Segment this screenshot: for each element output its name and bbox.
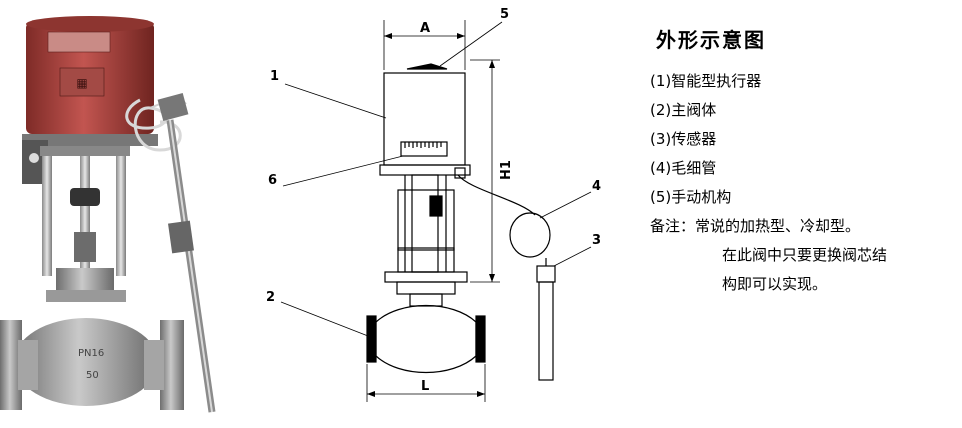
callout-3: 3: [592, 233, 601, 248]
valve-photo: ▦ PN16 50: [0, 16, 216, 413]
dimension-h1-label: H1: [499, 160, 514, 180]
callout-1: 1: [270, 69, 279, 84]
leader-4: [539, 191, 592, 219]
legend-panel: 外形示意图 (1)智能型执行器 (2)主阀体 (3)传感器 (4)毛细管 (5)…: [650, 18, 962, 299]
legend-item-valve-body: (2)主阀体: [650, 101, 717, 119]
legend-item-manual-mechanism: (5)手动机构: [650, 188, 732, 206]
leader-1: [284, 83, 387, 119]
dimension-drawing: 1 2 3 4 5 6 A L H1: [266, 7, 601, 402]
leader-5: [439, 21, 503, 67]
callout-4: 4: [592, 179, 601, 194]
note-line-1: 在此阀中只要更换阀芯结: [722, 246, 888, 264]
valve-marking-dn: 50: [86, 370, 99, 381]
sensor-probe: [157, 93, 216, 413]
valve-body-outline: [375, 305, 477, 373]
dimension-a-label: A: [420, 21, 430, 36]
dimension-l-label: L: [421, 379, 429, 394]
stroke-indicator: [400, 141, 448, 157]
legend-item-capillary: (4)毛细管: [650, 159, 717, 177]
capillary-line: [457, 174, 536, 216]
callout-6: 6: [268, 173, 277, 188]
leader-3: [553, 246, 592, 267]
legend-item-actuator: (1)智能型执行器: [650, 72, 762, 90]
legend-title: 外形示意图: [656, 28, 766, 52]
leader-6: [282, 155, 404, 187]
note-line-2: 构即可以实现。: [722, 275, 828, 293]
actuator-outline: [383, 72, 466, 166]
leader-2: [280, 301, 369, 337]
callout-5: 5: [500, 7, 509, 22]
note-label: 备注：常说的加热型、冷却型。: [650, 217, 861, 235]
valve-body: [14, 318, 158, 406]
callout-2: 2: [266, 290, 275, 305]
svg-text:▦: ▦: [76, 76, 87, 90]
valve-marking-pn: PN16: [78, 348, 104, 359]
handwheel: [406, 63, 448, 70]
legend-item-sensor: (3)传感器: [650, 130, 717, 148]
sensor-outline: [536, 265, 556, 283]
